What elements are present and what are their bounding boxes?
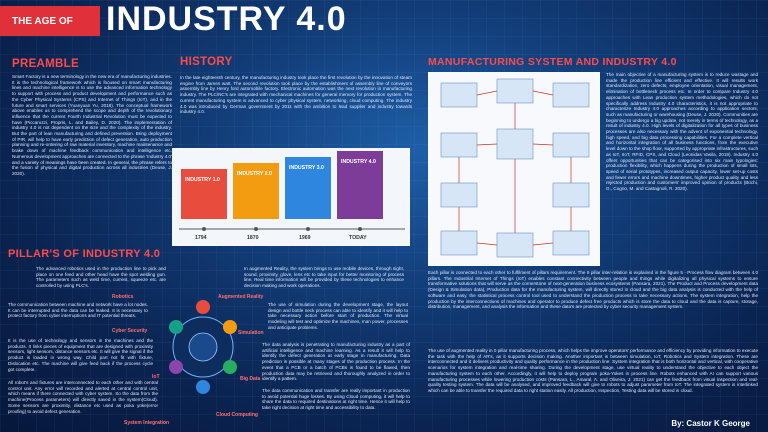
preamble-heading: PREAMBLE [12,58,79,70]
augmented-reality-label: Augmented Reality [218,294,264,300]
process-flow-diagram [428,72,600,266]
big-data-text: The data analysis is penetrating to manu… [262,342,410,382]
preamble-text: Smart Factory is a new terminology in th… [12,74,172,176]
mfg-heading: MANUFACTURING SYSTEM AND INDUSTRY 4.0 [428,56,677,68]
iot-text: It is the use of technology and sensors … [8,338,153,372]
history-text: In the late eighteenth century, the manu… [180,75,412,115]
timeline-stage-3: INDUSTRY 3.0 [289,165,324,171]
cloud-computing-text: The data communication and transfer are … [262,388,410,411]
robotics-label: Robotics [112,294,134,300]
mfg-right-text: The main objective of a manufacturing sy… [606,72,758,192]
mfg-paragraph-2: The use of augmented reality in 0 pillar… [428,348,758,393]
author-credit: By: Castor K George [671,419,750,428]
cloud-computing-label: Cloud Computing [216,412,258,418]
pillars-wheel [168,282,238,412]
system-integration-text: All robot's and fixtures are interconnec… [8,380,158,414]
history-heading: HISTORY [180,56,233,68]
poster-title: INDUSTRY 4.0 [106,0,347,38]
system-integration-label: System Integration [124,420,170,426]
cyber-security-label: Cyber Security [112,328,148,334]
timeline-year-3: 1969 [299,235,311,241]
timeline-stage-4: INDUSTRY 4.0 [341,159,376,165]
mfg-paragraph-1: Each pillar is connected to each other t… [428,270,758,310]
robotics-text: The advanced robotics used in the produc… [36,266,166,289]
simulation-text: The use of simulation during the develop… [268,302,408,330]
simulation-label: Simulation [238,330,264,336]
timeline-graphic [179,151,405,231]
big-data-label: Big Data [240,376,261,382]
cyber-security-text: The communication between machine and ne… [8,302,148,319]
timeline-stage-2: INDUSTRY 2.0 [237,171,272,177]
industry-timeline-image: INDUSTRY 1.0 INDUSTRY 2.0 INDUSTRY 3.0 I… [172,148,410,246]
timeline-year-2: 1870 [247,235,259,241]
pillars-heading: PILLAR'S OF INDUSTRY 4.0 [8,248,161,260]
timeline-stage-1: INDUSTRY 1.0 [185,177,220,183]
timeline-year-1: 1794 [195,235,207,241]
timeline-year-4: TODAY [349,235,367,241]
iot-label: IoT [152,374,160,380]
title-badge: THE AGE OF [0,6,100,36]
augmented-reality-text: In augmented Reality, the system brings … [244,266,404,289]
